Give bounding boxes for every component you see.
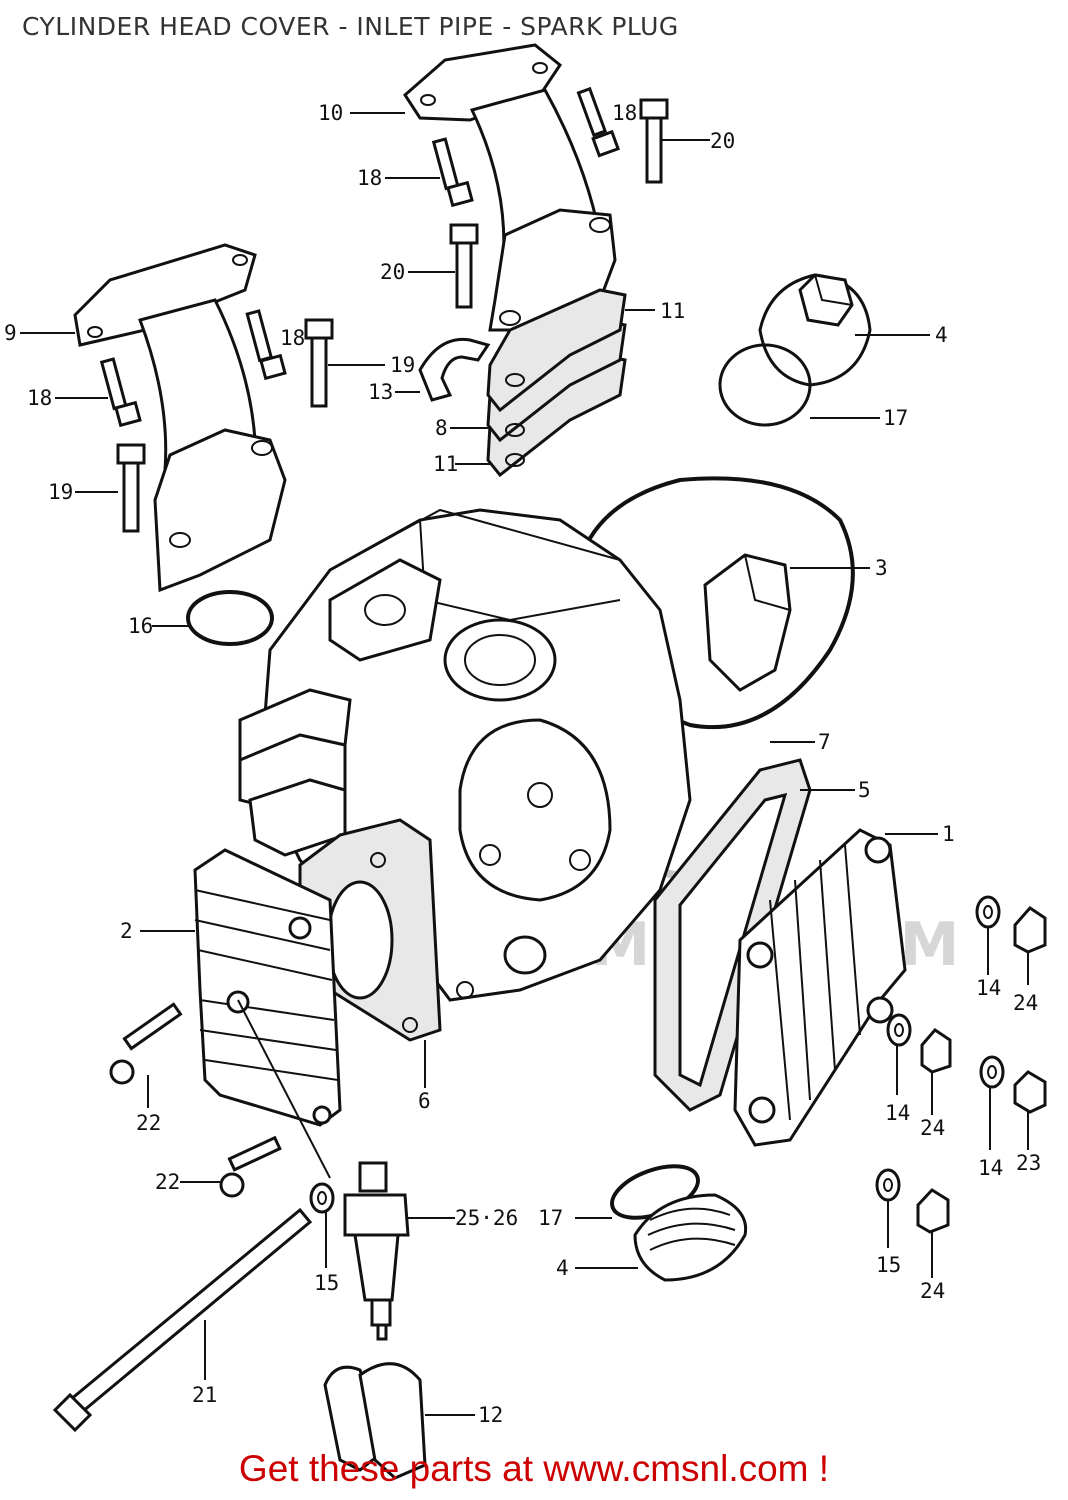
callout-19: 19: [48, 480, 73, 504]
tappet-cap-lower[interactable]: [633, 1193, 748, 1282]
callout-25-26: 25·26: [455, 1206, 518, 1230]
callout-8: 8: [435, 416, 448, 440]
bolt-18-upper-left[interactable]: [431, 137, 474, 208]
callout-3: 3: [875, 556, 888, 580]
callout-11: 11: [433, 452, 458, 476]
bolt-20-upper-right[interactable]: [639, 98, 669, 184]
callout-21: 21: [192, 1383, 217, 1407]
footer-link[interactable]: Get these parts at www.cmsnl.com !: [238, 1448, 830, 1489]
cap-nut-24-b[interactable]: [920, 1028, 952, 1074]
callout-24: 24: [920, 1116, 945, 1140]
callout-24: 24: [1013, 991, 1038, 1015]
cap-nut-24-c[interactable]: [916, 1188, 950, 1234]
callout-5: 5: [858, 778, 871, 802]
stud-bolt-21[interactable]: [52, 1207, 313, 1433]
bolt-18-left-b[interactable]: [99, 357, 142, 428]
o-ring-16[interactable]: [186, 590, 274, 646]
callout-15: 15: [876, 1253, 901, 1277]
callout-12: 12: [478, 1403, 503, 1427]
callout-23: 23: [1016, 1151, 1041, 1175]
cam-sprocket-3[interactable]: [703, 553, 792, 692]
callout-labels: 10 18 20 18 20 9 18 19 11 4 18 13 17 8 1…: [4, 101, 1041, 1427]
callout-1: 1: [942, 822, 955, 846]
callout-11: 11: [660, 299, 685, 323]
callout-16: 16: [128, 614, 153, 638]
leader-lines: [20, 112, 1029, 1416]
callout-18: 18: [612, 101, 637, 125]
callout-22: 22: [136, 1111, 161, 1135]
spark-plug-25-26[interactable]: [343, 1161, 410, 1341]
callout-9: 9: [4, 321, 17, 345]
washer-15-right[interactable]: [875, 1168, 901, 1202]
cap-nut-24-a[interactable]: [1013, 906, 1047, 954]
callout-17: 17: [883, 406, 908, 430]
gasket-stack[interactable]: [486, 288, 627, 478]
diagram-title: CYLINDER HEAD COVER - INLET PIPE - SPARK…: [22, 12, 679, 41]
callout-2: 2: [120, 919, 133, 943]
callout-20: 20: [710, 129, 735, 153]
bolt-20-upper-left[interactable]: [449, 223, 479, 309]
callout-22: 22: [155, 1170, 180, 1194]
callout-13: 13: [368, 380, 393, 404]
callout-19: 19: [390, 353, 415, 377]
bolt-18-left-a[interactable]: [245, 309, 287, 381]
screw-22-a[interactable]: [109, 1002, 183, 1085]
callout-10: 10: [318, 101, 343, 125]
tappet-cap-upper[interactable]: [718, 273, 872, 427]
callout-6: 6: [418, 1089, 431, 1113]
callout-4: 4: [935, 323, 948, 347]
callout-4: 4: [556, 1256, 569, 1280]
callout-18: 18: [27, 386, 52, 410]
washer-14-b[interactable]: [886, 1013, 912, 1047]
callout-14: 14: [978, 1156, 1003, 1180]
inlet-pipe-upper[interactable]: [403, 43, 617, 332]
cylinder-head-cover-1[interactable]: [733, 828, 907, 1147]
callout-20: 20: [380, 260, 405, 284]
callout-15: 15: [314, 1271, 339, 1295]
callout-24: 24: [920, 1279, 945, 1303]
bolt-19-left-a[interactable]: [304, 318, 334, 408]
callout-18: 18: [280, 326, 305, 350]
side-cover-2[interactable]: [193, 848, 342, 1127]
bolt-18-upper-right[interactable]: [576, 86, 620, 158]
callout-17: 17: [538, 1206, 563, 1230]
nut-23[interactable]: [1013, 1070, 1047, 1114]
callout-7: 7: [818, 730, 831, 754]
callout-18: 18: [357, 166, 382, 190]
screw-22-b[interactable]: [219, 1135, 282, 1198]
spark-plug-cap-12[interactable]: [323, 1362, 427, 1480]
inlet-pipe-left[interactable]: [73, 243, 287, 593]
washer-14-a[interactable]: [975, 895, 1001, 929]
bolt-19-left-b[interactable]: [116, 443, 146, 533]
clamp-13[interactable]: [418, 337, 491, 402]
washer-14-c[interactable]: [979, 1055, 1005, 1089]
callout-14: 14: [885, 1101, 910, 1125]
callout-14: 14: [976, 976, 1001, 1000]
washer-15-left[interactable]: [309, 1182, 335, 1214]
